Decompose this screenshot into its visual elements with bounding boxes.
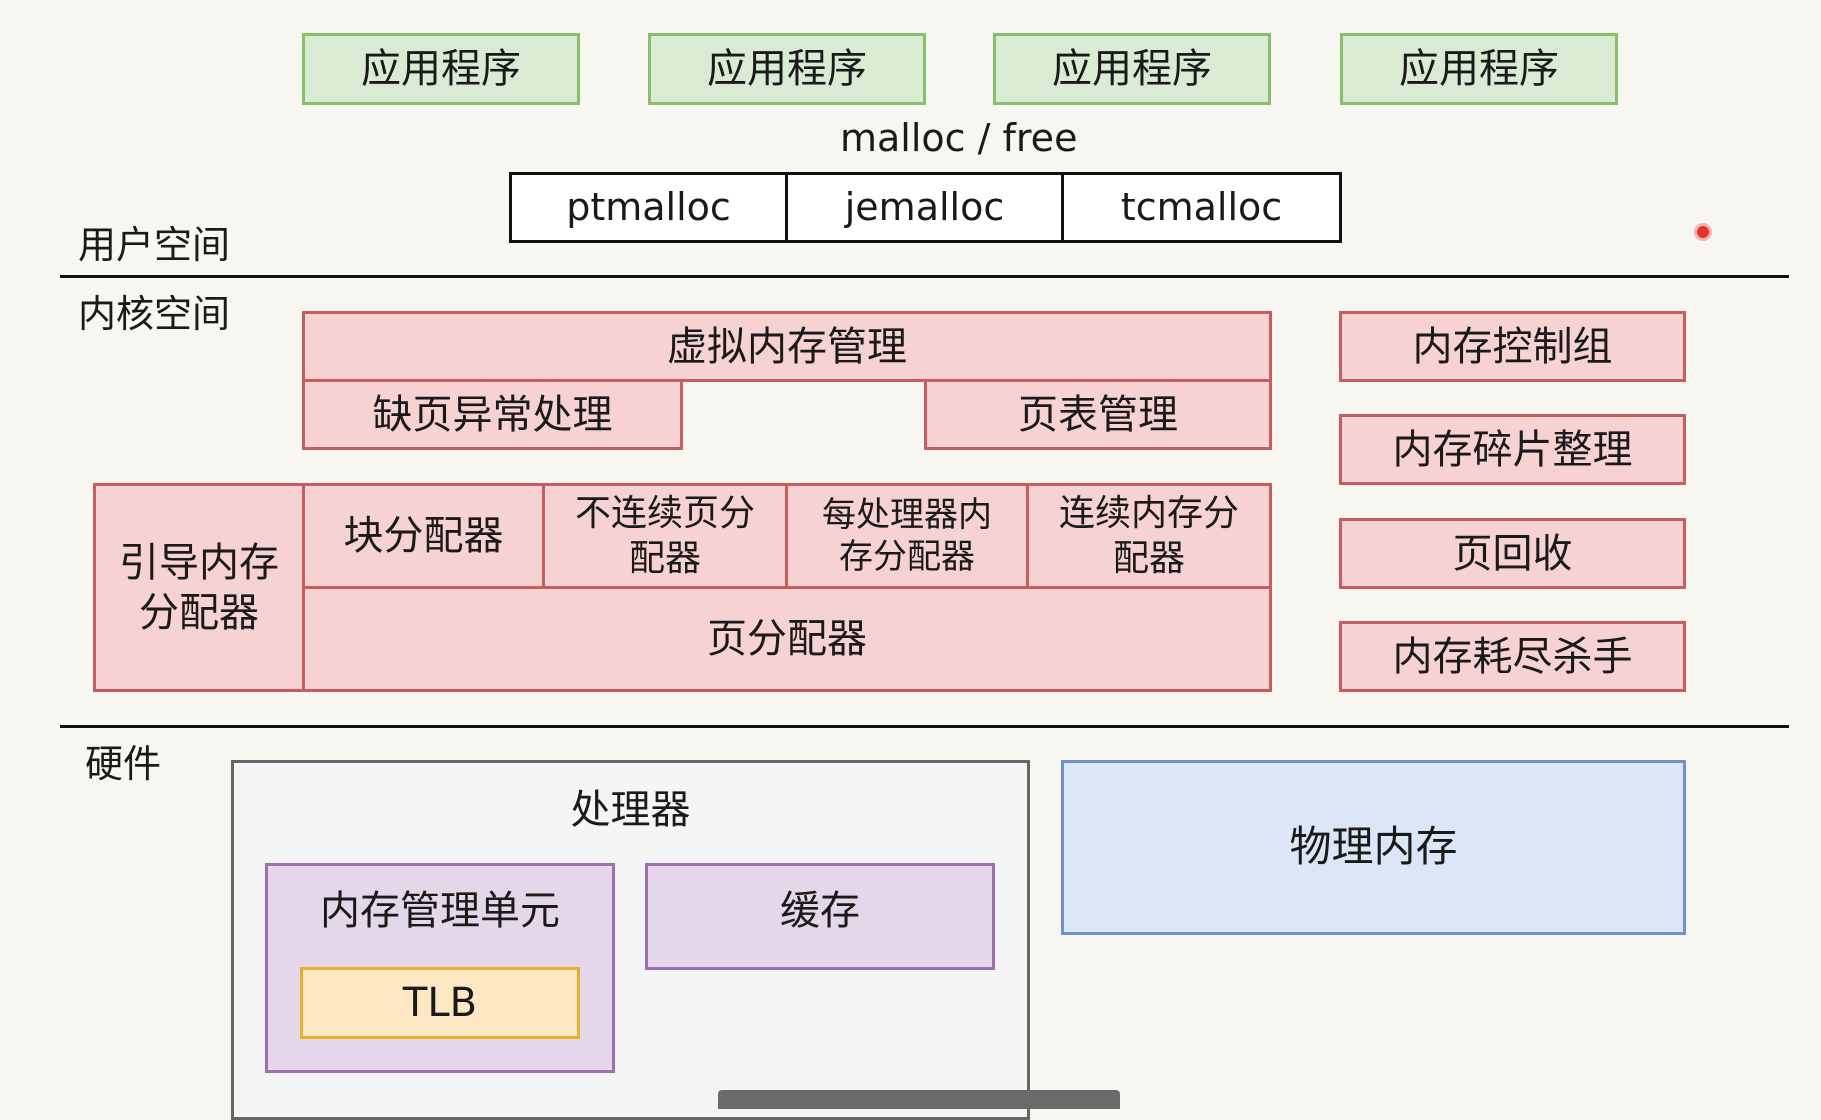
lib-tcmalloc: tcmalloc bbox=[1061, 172, 1342, 243]
mmu-label: 内存管理单元 bbox=[320, 888, 560, 934]
pointer-dot bbox=[1694, 223, 1712, 241]
cache-box: 缓存 bbox=[645, 863, 995, 970]
vmalloc-allocator-label: 不连续页分配器 bbox=[574, 493, 755, 579]
kernel-space-label: 内核空间 bbox=[78, 292, 231, 336]
bottom-scrollbar[interactable] bbox=[718, 1090, 1120, 1109]
block-allocator: 块分配器 bbox=[302, 483, 545, 589]
vmalloc-allocator: 不连续页分配器 bbox=[542, 483, 788, 589]
hardware-label: 硬件 bbox=[85, 742, 162, 786]
boot-memory-allocator: 引导内存分配器 bbox=[93, 483, 305, 692]
api-label: malloc / free bbox=[840, 116, 1078, 160]
processor-label: 处理器 bbox=[570, 787, 691, 833]
page-table-management: 页表管理 bbox=[924, 379, 1272, 450]
page-reclaim: 页回收 bbox=[1339, 518, 1686, 589]
app-box-3: 应用程序 bbox=[993, 33, 1271, 105]
per-cpu-allocator: 每处理器内存分配器 bbox=[785, 483, 1029, 589]
kernel-hardware-divider bbox=[60, 725, 1789, 728]
page-fault-handling: 缺页异常处理 bbox=[302, 379, 683, 450]
contiguous-memory-allocator: 连续内存分配器 bbox=[1026, 483, 1272, 589]
user-space-label: 用户空间 bbox=[78, 223, 231, 267]
per-cpu-allocator-label: 每处理器内存分配器 bbox=[822, 494, 992, 578]
lib-ptmalloc: ptmalloc bbox=[509, 172, 788, 243]
app-box-4: 应用程序 bbox=[1340, 33, 1618, 105]
lib-jemalloc: jemalloc bbox=[785, 172, 1064, 243]
cache-label: 缓存 bbox=[780, 888, 860, 934]
user-kernel-divider bbox=[60, 275, 1789, 278]
virtual-memory-management: 虚拟内存管理 bbox=[302, 311, 1272, 382]
memory-compaction: 内存碎片整理 bbox=[1339, 414, 1686, 485]
app-box-1: 应用程序 bbox=[302, 33, 580, 105]
tlb-box: TLB bbox=[300, 967, 580, 1039]
app-box-2: 应用程序 bbox=[648, 33, 926, 105]
contiguous-memory-allocator-label: 连续内存分配器 bbox=[1058, 493, 1239, 579]
oom-killer: 内存耗尽杀手 bbox=[1339, 621, 1686, 692]
memory-cgroup: 内存控制组 bbox=[1339, 311, 1686, 382]
page-allocator: 页分配器 bbox=[302, 586, 1272, 692]
physical-memory-box: 物理内存 bbox=[1061, 760, 1686, 935]
boot-memory-allocator-label: 引导内存分配器 bbox=[119, 539, 279, 636]
